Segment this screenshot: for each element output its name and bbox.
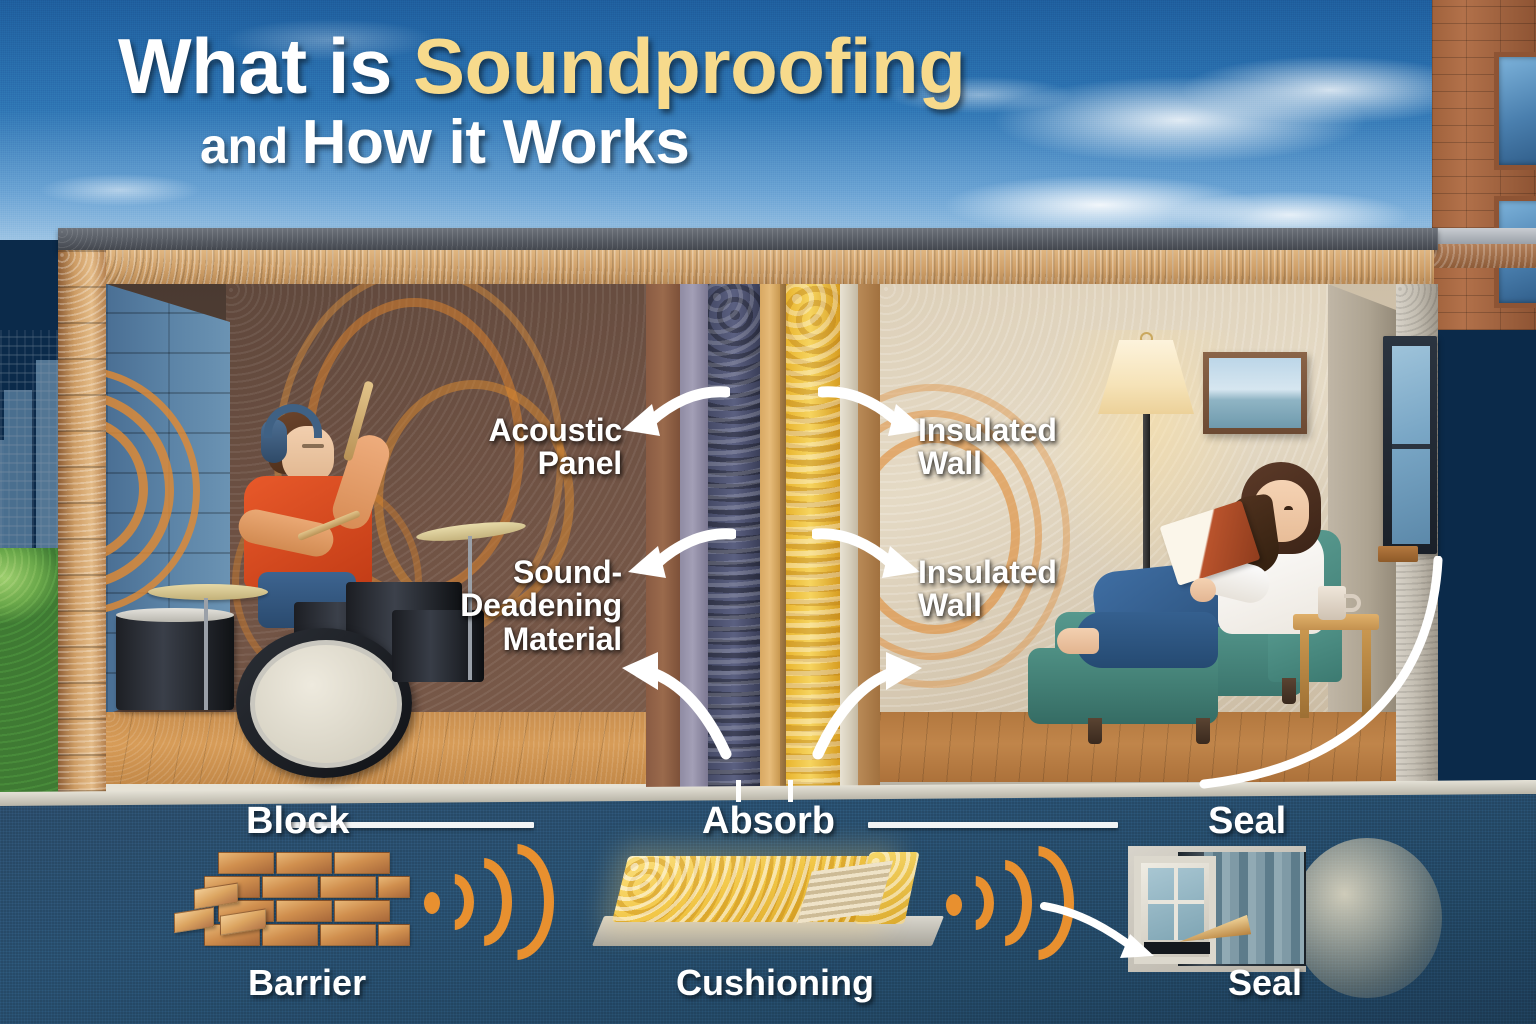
bottom-title-block: Block	[246, 800, 350, 842]
window-sill	[1378, 546, 1418, 562]
bottom-title-absorb: Absorb	[702, 800, 835, 842]
title-line2-small: and	[200, 118, 302, 175]
drum-room	[106, 284, 646, 792]
title-line-2: and How it Works	[200, 112, 1118, 174]
glasses	[302, 444, 324, 448]
seal-window-mullion-horizontal	[1148, 900, 1204, 904]
floor-tom-head	[116, 608, 234, 622]
absorb-tick-marks	[736, 780, 793, 802]
label-insulated-wall-bottom: Insulated Wall	[918, 554, 1148, 624]
sofa-leg	[1088, 718, 1102, 744]
sofa-leg	[1196, 718, 1210, 744]
coffee-mug	[1318, 586, 1346, 620]
bottom-subtitle-cushioning: Cushioning	[676, 962, 874, 1003]
fascia-band	[64, 250, 1434, 284]
sky-texture-overlay	[0, 0, 1536, 240]
building-window-upper	[1494, 52, 1536, 170]
label-line: Insulated	[918, 412, 1057, 448]
label-acoustic-panel: Acoustic Panel	[430, 412, 623, 482]
wall-layer-exterior-finish	[858, 284, 880, 792]
label-line: Material	[502, 620, 623, 657]
window-mullion	[1392, 444, 1430, 449]
label-line: Deadening	[460, 587, 622, 624]
headphone-band	[264, 404, 322, 438]
page-title: What is Soundproofing and How it Works	[118, 27, 1118, 174]
woman-foot	[1057, 628, 1099, 654]
wall-layer-interior-finish	[646, 284, 680, 792]
label-line: Insulated	[918, 554, 1057, 590]
wall-layer-sheathing	[760, 284, 780, 792]
sound-wave-dot	[424, 892, 440, 914]
living-room-floor	[880, 712, 1396, 792]
label-sound-deadening-material: Sound- Deadening Material	[396, 554, 623, 657]
sky-background	[0, 0, 1536, 240]
roof-texture	[58, 228, 1438, 250]
wall-layer-insulation	[786, 284, 840, 792]
sound-wave-arc	[454, 874, 474, 930]
label-line: Wall	[918, 445, 982, 482]
roof-slab	[58, 228, 1438, 250]
picture-artwork	[1209, 358, 1301, 428]
brick-wall-icon	[174, 852, 410, 956]
title-line-1: What is Soundproofing	[118, 27, 1118, 105]
curtain-icon	[1204, 852, 1304, 964]
wall-layer-stud-gap	[780, 284, 786, 792]
sofa-leg	[1282, 678, 1296, 704]
wall-cross-section	[646, 284, 880, 792]
woman-eye	[1284, 506, 1293, 510]
bottom-title-seal: Seal	[1208, 800, 1287, 842]
wall-layer-drywall	[840, 284, 858, 792]
sound-wave-dot	[946, 894, 962, 916]
building-ledge	[1420, 228, 1536, 244]
seal-window-mullion-vertical	[1174, 868, 1178, 940]
arrow-to-seal	[1040, 902, 1154, 958]
left-exterior-wall	[58, 250, 106, 792]
floor-tom	[116, 614, 234, 710]
label-line: Panel	[537, 445, 623, 482]
title-line2-main: How it Works	[301, 108, 690, 178]
lamp-pole	[1143, 414, 1150, 570]
bottom-subtitle-seal: Seal	[1228, 962, 1303, 1003]
bass-drum-head	[250, 640, 402, 768]
divider-left	[286, 822, 534, 828]
sound-wave-arc	[975, 876, 994, 930]
drum-room-baseboard	[106, 784, 646, 792]
label-line: Sound-	[513, 554, 622, 590]
cymbal-stand	[204, 598, 208, 710]
woman-hand	[1190, 578, 1216, 602]
bottom-subtitle-barrier: Barrier	[248, 962, 367, 1003]
label-insulated-wall-top: Insulated Wall	[918, 412, 1148, 482]
woman-lower-legs	[1076, 612, 1218, 668]
title-highlight: Soundproofing	[413, 22, 966, 110]
divider-right	[868, 822, 1118, 828]
wall-layer-acoustic-panel	[680, 284, 708, 792]
hi-hat-cymbal	[148, 584, 268, 600]
wall-layer-sound-deadening	[708, 284, 760, 792]
label-line: Wall	[918, 587, 982, 624]
seal-highlight-orb	[1292, 838, 1442, 998]
title-plain: What is	[118, 22, 414, 110]
side-table-leg	[1300, 630, 1309, 718]
cymbal-stand	[468, 536, 472, 680]
side-table-leg	[1362, 630, 1371, 718]
seal-window-gap	[1144, 942, 1210, 954]
wall-picture-frame	[1203, 352, 1307, 434]
label-line: Acoustic	[488, 412, 622, 448]
